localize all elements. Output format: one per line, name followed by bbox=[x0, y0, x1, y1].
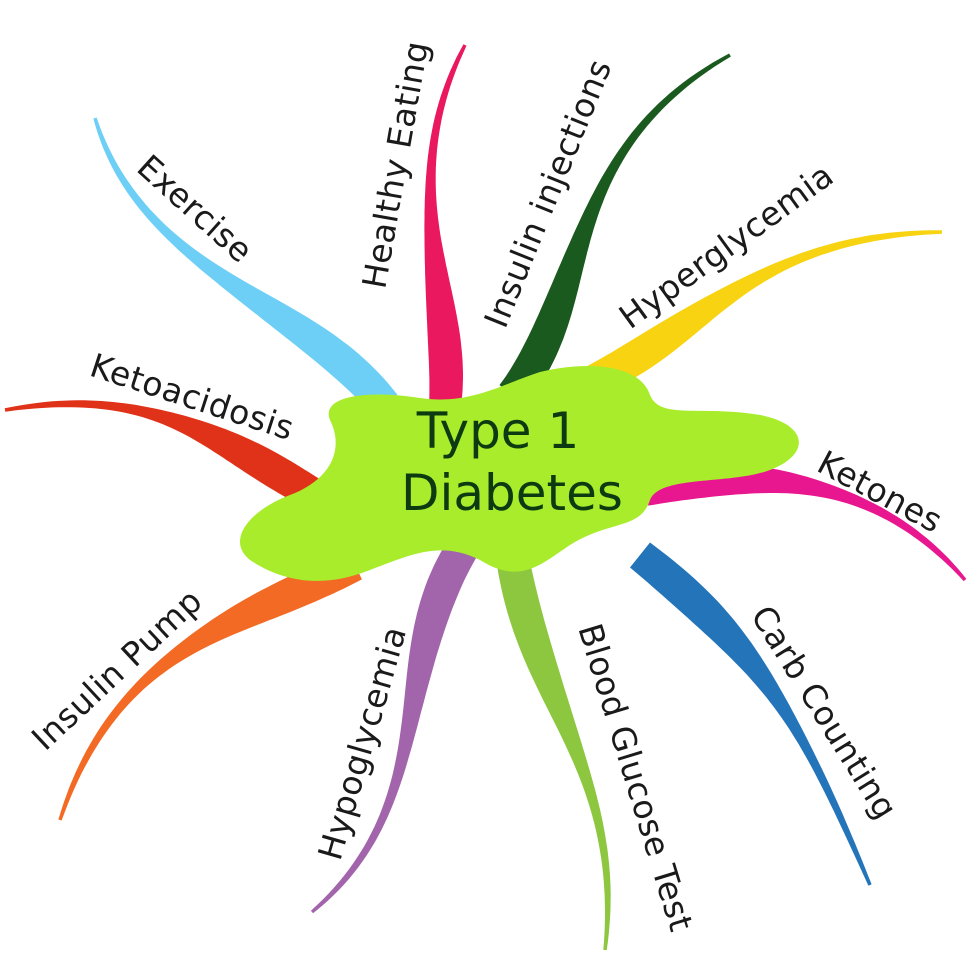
label-hypoglycemia: Hypoglycemia bbox=[310, 622, 414, 865]
label-carb-counting: Carb Counting bbox=[743, 599, 905, 826]
branch-blood-glucose-test bbox=[494, 537, 611, 951]
label-hyperglycemia: Hyperglycemia bbox=[612, 155, 841, 336]
label-healthy-eating: Healthy Eating bbox=[354, 38, 436, 291]
branch-healthy-eating bbox=[424, 44, 467, 407]
center-title-line2: Diabetes bbox=[401, 464, 623, 522]
branch-exercise bbox=[93, 117, 398, 416]
center-blob bbox=[239, 365, 799, 581]
center-title-line1: Type 1 bbox=[416, 402, 580, 460]
branch-hypoglycemia bbox=[310, 520, 488, 914]
branch-insulin-injections bbox=[499, 53, 731, 405]
branch-ketones bbox=[641, 463, 967, 582]
label-insulin-pump: Insulin Pump bbox=[24, 581, 210, 758]
branch-carb-counting bbox=[630, 542, 872, 886]
